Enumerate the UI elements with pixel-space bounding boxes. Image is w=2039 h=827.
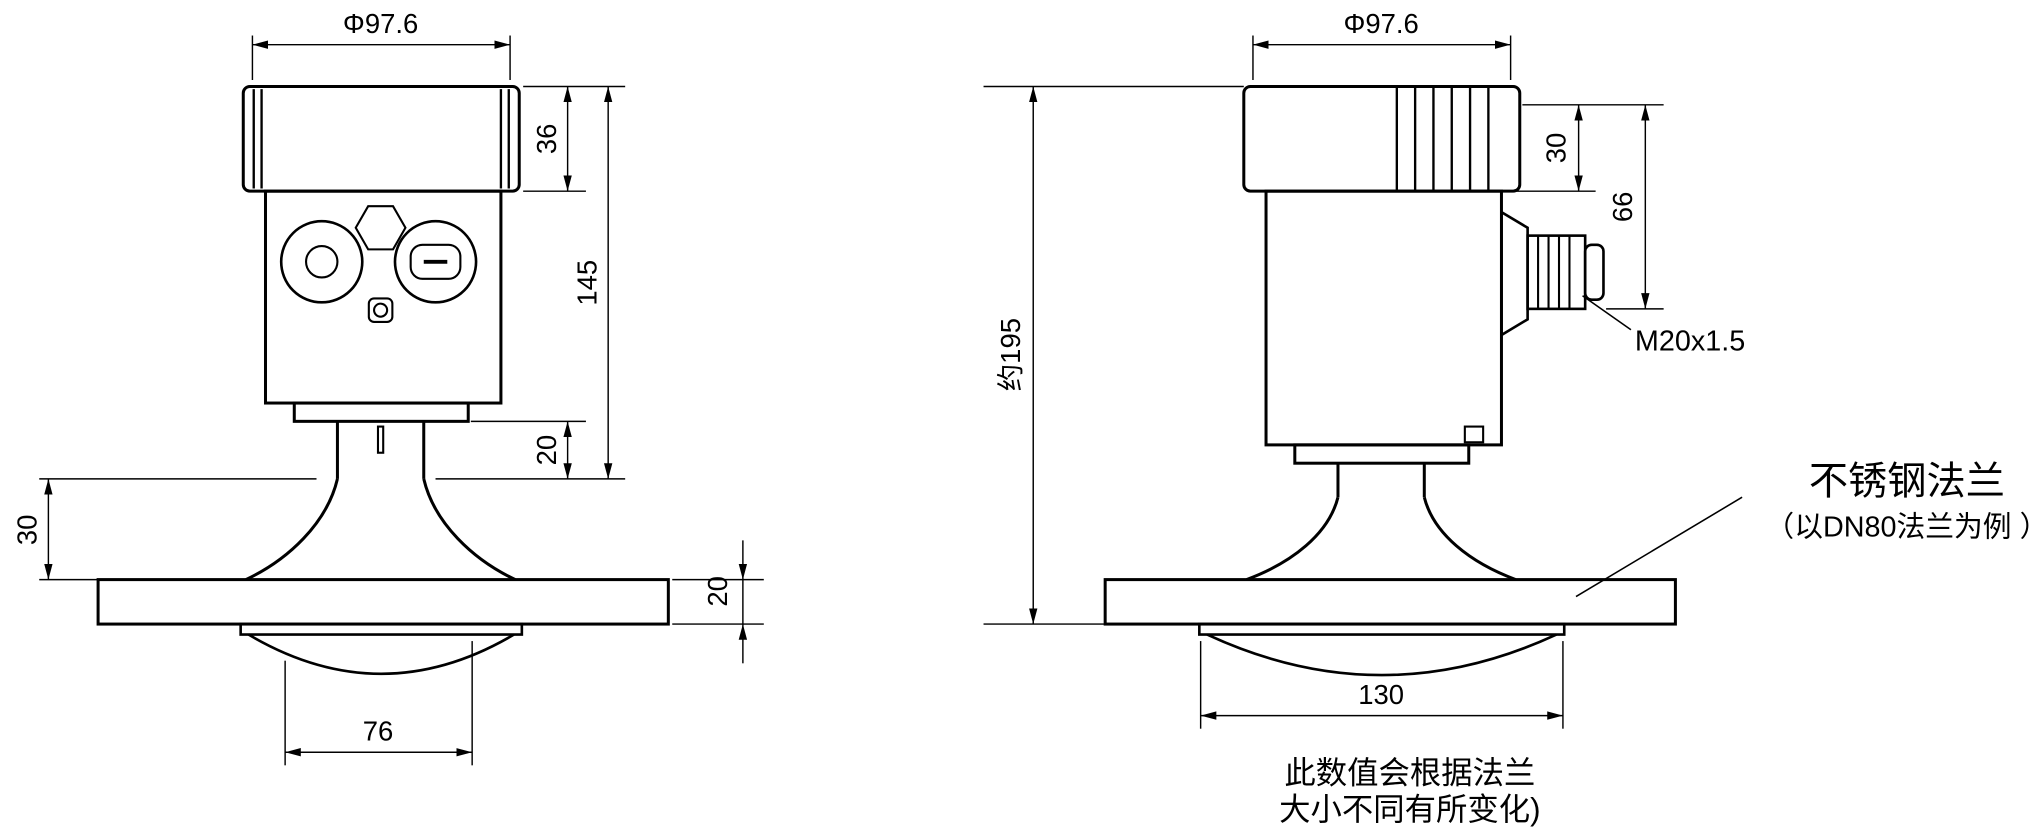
dim-front-diameter: Φ97.6 [251, 8, 511, 80]
front-view: Φ97.6 36 145 20 30 [12, 8, 764, 766]
dim-antenna-diameter-side: 130 [1199, 641, 1564, 729]
horn-cone-left-edge [245, 478, 339, 581]
cable-gland-tip [1583, 243, 1605, 302]
dim-side-diameter: Φ97.6 [1252, 8, 1512, 80]
antenna-lip [239, 622, 524, 636]
dim-label-antenna-diameter-front: 76 [363, 715, 394, 746]
display-window-left-inner [304, 245, 339, 279]
side-view: Φ97.6 约195 30 66 M20x1.5 130 [983, 8, 2039, 827]
dim-label-side-diameter: Φ97.6 [1343, 8, 1418, 39]
flange [1103, 578, 1677, 626]
gland-bracket [1500, 209, 1529, 338]
vent-slot [376, 425, 385, 454]
flange-size-note-line2: 大小不同有所变化) [1279, 792, 1540, 827]
leader-line [1575, 496, 1743, 598]
antenna-lens [1206, 633, 1557, 677]
flange-callout-title: 不锈钢法兰 [1809, 460, 2005, 504]
antenna-lens [247, 633, 515, 676]
dim-label-front-diameter: Φ97.6 [343, 8, 418, 39]
dim-label-cone-height: 30 [12, 515, 43, 546]
cable-gland-body [1526, 234, 1587, 311]
flange-callout: 不锈钢法兰 （以DN80法兰为例 ） [1575, 460, 2039, 598]
lock-screw-center [373, 302, 389, 318]
housing-cap [241, 85, 521, 193]
flange [96, 578, 670, 626]
flange-size-note: 此数值会根据法兰 大小不同有所变化) [1279, 756, 1540, 827]
dim-label-gland-height: 66 [1607, 192, 1638, 223]
dim-label-neck-height: 20 [531, 435, 562, 466]
dim-housing-height: 145 [435, 86, 626, 480]
shoulder [292, 401, 470, 423]
dim-label-antenna-diameter-side: 130 [1358, 679, 1404, 710]
horn-cone-right-edge [422, 478, 516, 581]
dim-label-cap-height: 36 [531, 124, 562, 155]
device-front [96, 85, 670, 676]
display-window-right [393, 219, 478, 304]
dim-total-height: 约195 [983, 85, 1244, 625]
dim-label-housing-height: 145 [571, 260, 602, 306]
device-side [1103, 85, 1677, 677]
dim-cone-height: 30 [12, 478, 317, 581]
housing-cap [1242, 85, 1522, 193]
dim-cap-height: 36 [523, 85, 626, 192]
hex-plug [354, 205, 407, 251]
housing-latch [1463, 425, 1485, 444]
dim-neck-height: 20 [470, 420, 586, 479]
flange-size-note-line1: 此数值会根据法兰 [1284, 756, 1535, 791]
dim-label-flange-thickness: 20 [702, 576, 733, 607]
shoulder [1293, 443, 1471, 465]
housing-body [1264, 189, 1503, 447]
gland-thread-label: M20x1.5 [1635, 326, 1745, 358]
dim-gland-height: 66 [1606, 104, 1664, 310]
horn-cone-left-edge [1245, 496, 1340, 582]
display-window-right-frame [409, 243, 462, 280]
dim-flange-thickness: 20 [672, 540, 764, 664]
dim-side-cap-height: 30 [1506, 104, 1664, 192]
display-window-left [279, 219, 364, 304]
dim-label-side-cap-height: 30 [1541, 133, 1572, 164]
leader-line [1582, 295, 1632, 331]
dim-antenna-diameter-front: 76 [284, 641, 473, 766]
flange-callout-sub: （以DN80法兰为例 ） [1765, 511, 2039, 543]
gland-thread-callout: M20x1.5 [1582, 295, 1745, 358]
lock-screw [367, 297, 394, 323]
dim-label-total-height: 约195 [995, 318, 1026, 391]
antenna-lip [1198, 622, 1566, 636]
horn-cone-right-edge [1422, 496, 1517, 582]
